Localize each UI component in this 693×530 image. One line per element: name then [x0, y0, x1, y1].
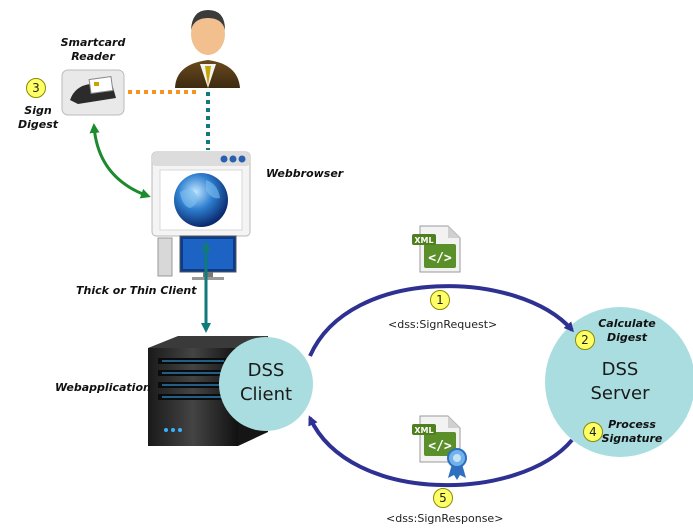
step-2-marker: 2 [575, 330, 595, 350]
webbrowser-icon [151, 151, 251, 237]
dss-client-label: DSS Client [239, 360, 293, 405]
step-4-marker: 4 [583, 422, 603, 442]
webbrowser-label: Webbrowser [266, 167, 344, 180]
webapplication-label: Webapplication [55, 381, 151, 394]
dss-client-circle [219, 337, 313, 431]
computer-icon [157, 235, 237, 280]
xml-badge-request: XML [414, 236, 433, 245]
dss-server-label: DSS Server [590, 359, 650, 404]
step-3-marker: 3 [26, 78, 46, 98]
sign-digest-label: Sign Digest [18, 104, 59, 131]
smartcard-reader-icon [61, 69, 125, 116]
person-icon [175, 10, 240, 88]
step-1-marker: 1 [430, 290, 450, 310]
sign-response-label: <dss:SignResponse> [386, 512, 504, 525]
process-signature-label: Process Signature [601, 418, 663, 445]
thick-thin-client-label: Thick or Thin Client [76, 284, 197, 297]
seal-ribbon-icon [447, 448, 467, 480]
signed-xml-document-icon: </> XML [412, 415, 467, 480]
smartcard-reader-label: Smartcard Reader [60, 36, 126, 63]
xml-badge-response: XML [414, 426, 433, 435]
sign-response-arc [308, 415, 574, 488]
xml-document-icon: </> XML [412, 225, 461, 273]
calculate-digest-label: Calculate Digest [598, 317, 656, 344]
sign-request-arc [308, 284, 574, 357]
smartcard-browser-arrow [89, 123, 151, 199]
step-5-marker: 5 [433, 488, 453, 508]
sign-request-label: <dss:SignRequest> [388, 318, 498, 331]
svg-text:</>: </> [428, 251, 452, 266]
svg-text:</>: </> [428, 439, 452, 454]
